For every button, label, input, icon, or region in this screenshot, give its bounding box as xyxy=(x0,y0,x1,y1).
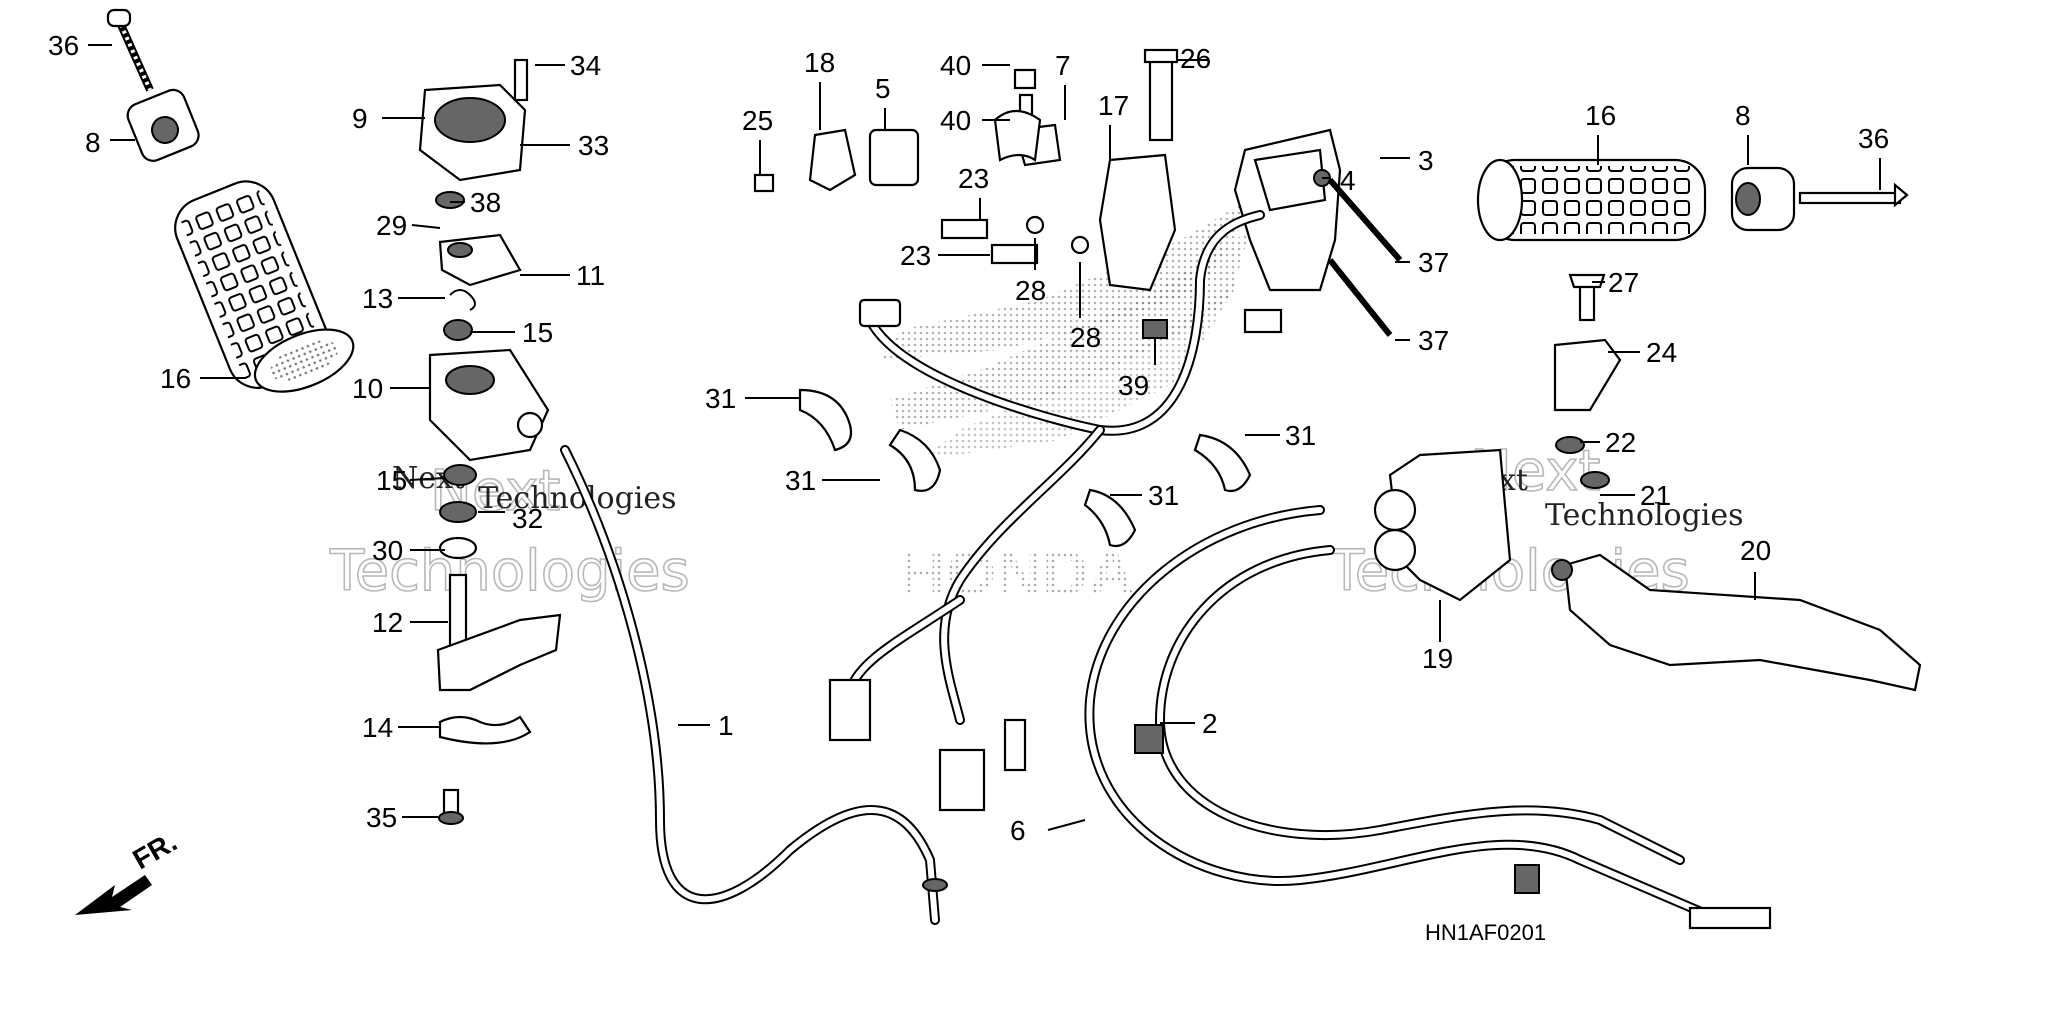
callout-label-22: 22 xyxy=(1605,427,1636,458)
callout-label-23: 23 xyxy=(900,240,931,271)
callout-label-20: 20 xyxy=(1740,535,1771,566)
callout-label-36: 36 xyxy=(48,30,79,61)
callout-label-1: 1 xyxy=(718,710,734,741)
direction-label: FR. xyxy=(128,826,183,875)
callout-label-14: 14 xyxy=(362,712,393,743)
callout-label-17: 17 xyxy=(1098,90,1129,121)
callout-label-12: 12 xyxy=(372,607,403,638)
callout-label-29: 29 xyxy=(376,210,407,241)
callout-label-21: 21 xyxy=(1640,480,1671,511)
throttle-housing-assembly xyxy=(418,58,562,825)
callout-label-3: 3 xyxy=(1418,145,1434,176)
callout-label-13: 13 xyxy=(362,283,393,314)
front-direction-arrow: FR. xyxy=(75,826,182,915)
callout-label-35: 35 xyxy=(366,802,397,833)
right-grip-assembly xyxy=(1476,158,1909,242)
callout-label-25: 25 xyxy=(742,105,773,136)
brake-cables xyxy=(1084,505,1772,930)
throttle-cable xyxy=(560,445,948,925)
wiring-harness xyxy=(828,210,1283,812)
callout-leader-line xyxy=(1047,819,1086,831)
lever-bracket xyxy=(1553,273,1622,489)
diagram-code: HN1AF0201 xyxy=(1425,920,1546,945)
callout-label-9: 9 xyxy=(352,103,368,134)
callout-label-7: 7 xyxy=(1055,50,1071,81)
callout-label-39: 39 xyxy=(1118,370,1149,401)
callout-label-11: 11 xyxy=(576,260,605,291)
callout-label-16: 16 xyxy=(1585,100,1616,131)
callout-label-28: 28 xyxy=(1070,322,1101,353)
callout-label-5: 5 xyxy=(875,73,891,104)
left-grip-assembly xyxy=(106,8,355,393)
callout-label-31: 31 xyxy=(705,383,736,414)
callout-label-8: 8 xyxy=(1735,100,1751,131)
callout-label-24: 24 xyxy=(1646,337,1677,368)
callout-leader-line xyxy=(409,477,446,481)
callout-label-4: 4 xyxy=(1340,165,1356,196)
callout-label-38: 38 xyxy=(470,187,501,218)
callout-label-15: 15 xyxy=(376,465,407,496)
callout-label-8: 8 xyxy=(85,127,101,158)
callout-label-19: 19 xyxy=(1422,643,1453,674)
cable-clamps xyxy=(798,388,1252,548)
callout-label-30: 30 xyxy=(372,535,403,566)
callout-label-23: 23 xyxy=(958,163,989,194)
callout-label-10: 10 xyxy=(352,373,383,404)
callout-labels: 3681634933382911131510153230121435118255… xyxy=(48,30,1889,846)
callout-label-31: 31 xyxy=(1148,480,1179,511)
callout-label-31: 31 xyxy=(785,465,816,496)
callout-label-37: 37 xyxy=(1418,247,1449,278)
watermark-tagline-left: Technologies xyxy=(329,539,690,604)
callout-leader-line xyxy=(411,224,441,229)
brand-logo-backdrop: HONDA xyxy=(880,190,1265,609)
callout-label-28: 28 xyxy=(1015,275,1046,306)
svg-text:HONDA: HONDA xyxy=(900,537,1135,609)
callout-label-40: 40 xyxy=(940,105,971,136)
master-cylinder-lever xyxy=(1373,448,1922,692)
callout-label-37: 37 xyxy=(1418,325,1449,356)
callout-label-36: 36 xyxy=(1858,123,1889,154)
callout-label-33: 33 xyxy=(578,130,609,161)
callout-label-6: 6 xyxy=(1010,815,1026,846)
callout-label-15: 15 xyxy=(522,317,553,348)
callout-label-2: 2 xyxy=(1202,708,1218,739)
watermark-small-tagline-right: Technologies xyxy=(1545,498,1744,533)
callout-label-31: 31 xyxy=(1285,420,1316,451)
callout-label-26: 26 xyxy=(1180,43,1211,74)
callout-label-40: 40 xyxy=(940,50,971,81)
callout-label-32: 32 xyxy=(512,503,543,534)
callout-label-34: 34 xyxy=(570,50,601,81)
right-switch-housing xyxy=(1233,128,1403,337)
center-switch-assembly xyxy=(753,48,1179,339)
callout-label-16: 16 xyxy=(160,363,191,394)
callout-label-18: 18 xyxy=(804,47,835,78)
callout-label-27: 27 xyxy=(1608,267,1639,298)
